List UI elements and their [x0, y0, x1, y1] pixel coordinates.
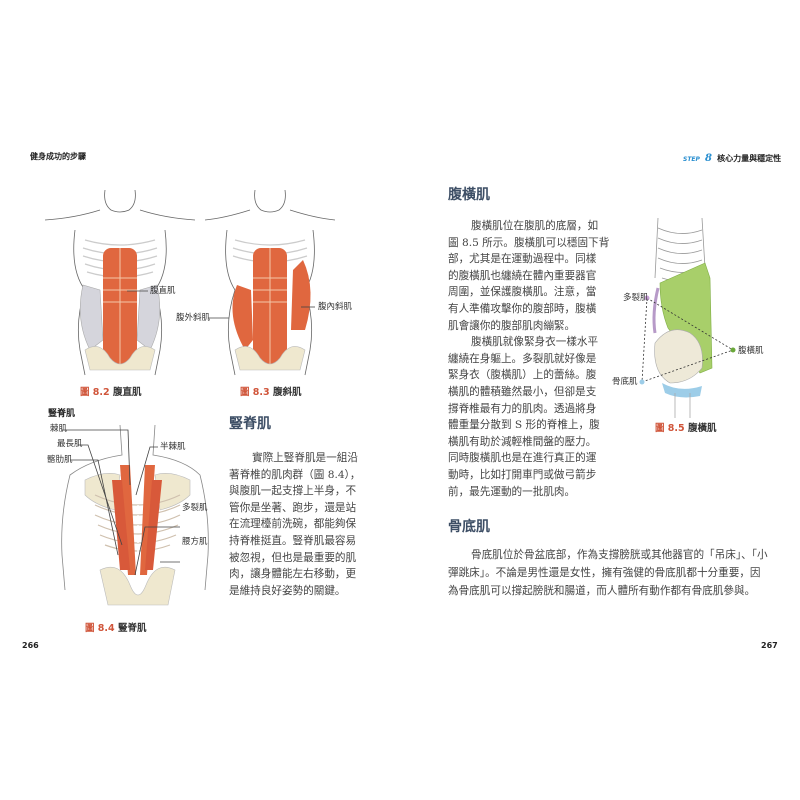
label-spinalis: 棘肌 [50, 424, 68, 434]
figure-8-2-rectus-abdominis-illustration [44, 189, 196, 376]
text-line: 同時腹橫肌也是在進行真正的運 [448, 452, 597, 465]
text-line: 實際上豎脊肌是一組沿 [252, 452, 358, 464]
section-body-transverse-abdominis: 腹橫肌位在腹肌的底層，如 圖 8.5 所示。腹橫肌可以穩固下背 部，尤其是在運動… [448, 218, 609, 500]
text-line: 動時，比如打開車門或做弓箭步 [448, 468, 597, 481]
figure-title: 豎脊肌 [117, 623, 147, 634]
text-line: 肉，讓身體能左右移動，更 [229, 568, 357, 581]
figure-8-5-caption: 圖 8.5 腹橫肌 [655, 423, 716, 435]
label-semispinalis: 半棘肌 [160, 442, 186, 452]
running-header-right: STEP 8 核心力量與穩定性 [683, 150, 781, 166]
label-quadratus-lumborum: 腰方肌 [182, 537, 208, 547]
figure-number: 圖 8.3 [240, 387, 270, 398]
text-line: 腹橫肌就像緊身衣一樣水平 [471, 336, 599, 349]
text-line: 著脊椎的肌肉群（圖 8.4）， [229, 468, 361, 481]
text-line: 為骨底肌可以撐起膀胱和腸道，而人體所有動作都有骨底肌參與。 [448, 585, 756, 597]
text-line: 的腹橫肌也纏繞在體內重要器官 [448, 269, 597, 282]
section-heading-erector-spinae: 豎脊肌 [229, 416, 271, 432]
figure-8-5-transverse-abdominis-illustration [639, 217, 736, 418]
label-rectus-abdominis: 腹直肌 [150, 286, 176, 296]
text-line: 纏繞在身軀上。多裂肌就好像是 [448, 352, 597, 365]
label-multifidus: 多裂肌 [623, 293, 649, 303]
section-heading-transverse-abdominis: 腹橫肌 [448, 187, 490, 203]
figure-8-3-obliques-illustration [204, 189, 336, 376]
page-number-right: 267 [761, 641, 778, 650]
text-line: 被忽視，但也是最重要的肌 [229, 551, 357, 564]
text-line: 圖 8.5 所示。腹橫肌可以穩固下背 [448, 236, 610, 249]
label-internal-oblique: 腹內斜肌 [318, 302, 353, 312]
step-number: 8 [705, 153, 712, 164]
section-body-erector-spinae: 實際上豎脊肌是一組沿 著脊椎的肌肉群（圖 8.4）， 與腹肌一起支撐上半身，不 … [229, 450, 360, 599]
figure-number: 圖 8.5 [655, 423, 685, 434]
figure-8-4-caption: 圖 8.4 豎脊肌 [85, 623, 146, 635]
text-line: 與腹肌一起支撐上半身，不 [229, 485, 357, 498]
page-number-left: 266 [22, 641, 39, 650]
section-heading-pelvic-floor: 骨底肌 [448, 519, 490, 535]
figure-title: 腹橫肌 [687, 423, 717, 434]
text-line: 橫肌的體積雖然最小，但卻是支 [448, 385, 597, 398]
text-line: 肌會讓你的腹部肌肉繃緊。 [448, 319, 576, 332]
running-header-left: 健身成功的步驟 [30, 152, 86, 161]
text-line: 腹橫肌位在腹肌的底層，如 [471, 220, 599, 232]
figure-number: 圖 8.2 [80, 387, 110, 398]
figure-number: 圖 8.4 [85, 623, 115, 634]
figure-8-4-erector-spinae-illustration [61, 424, 209, 606]
label-external-oblique: 腹外斜肌 [176, 313, 211, 323]
text-line: 彈跳床」。不論是男性還是女性，擁有強健的骨底肌都十分重要，因 [448, 567, 761, 579]
label-transverse-abdominis: 腹橫肌 [738, 346, 764, 356]
text-line: 在流理檯前洗碗，都能夠保 [229, 518, 357, 531]
text-line: 撐脊椎最有力的肌肉。透過將身 [448, 402, 597, 415]
text-line: 有人準備攻擊你的腹部時，腹橫 [448, 302, 597, 315]
figure-title: 腹斜肌 [272, 387, 302, 398]
text-line: 骨底肌位於骨盆底部，作為支撐膀胱或其他器官的「吊床」、「小 [471, 549, 768, 561]
label-iliocostalis: 髂肋肌 [47, 455, 73, 465]
text-line: 是維持良好姿勢的關鍵。 [229, 584, 346, 597]
text-line: 持脊椎挺直。豎脊肌最容易 [229, 534, 357, 547]
chapter-title: 核心力量與穩定性 [717, 154, 782, 163]
text-line: 部，尤其是在運動過程中。同樣 [448, 253, 597, 266]
step-label: STEP [683, 156, 700, 163]
text-line: 周圍，並保護腹橫肌。注意，當 [448, 286, 597, 299]
label-erector-spinae: 豎脊肌 [48, 409, 76, 419]
label-multifidus: 多裂肌 [182, 503, 208, 513]
text-line: 前，最先運動的一批肌肉。 [448, 485, 576, 498]
text-line: 體重量分散到 S 形的脊椎上，腹 [448, 419, 600, 432]
label-pelvic-floor: 骨底肌 [612, 377, 638, 387]
section-body-pelvic-floor: 骨底肌位於骨盆底部，作為支撐膀胱或其他器官的「吊床」、「小 彈跳床」。不論是男性… [448, 546, 768, 600]
text-line: 橫肌有助於減輕椎間盤的壓力。 [448, 435, 597, 448]
label-longissimus: 最長肌 [57, 439, 83, 449]
text-line: 管你是坐著、跑步，還是站 [229, 501, 357, 514]
figure-title: 腹直肌 [112, 387, 142, 398]
figure-8-2-caption: 圖 8.2 腹直肌 [80, 387, 141, 399]
text-line: 緊身衣（腹橫肌）上的蕾絲。腹 [448, 369, 597, 382]
figure-8-3-caption: 圖 8.3 腹斜肌 [240, 387, 301, 399]
